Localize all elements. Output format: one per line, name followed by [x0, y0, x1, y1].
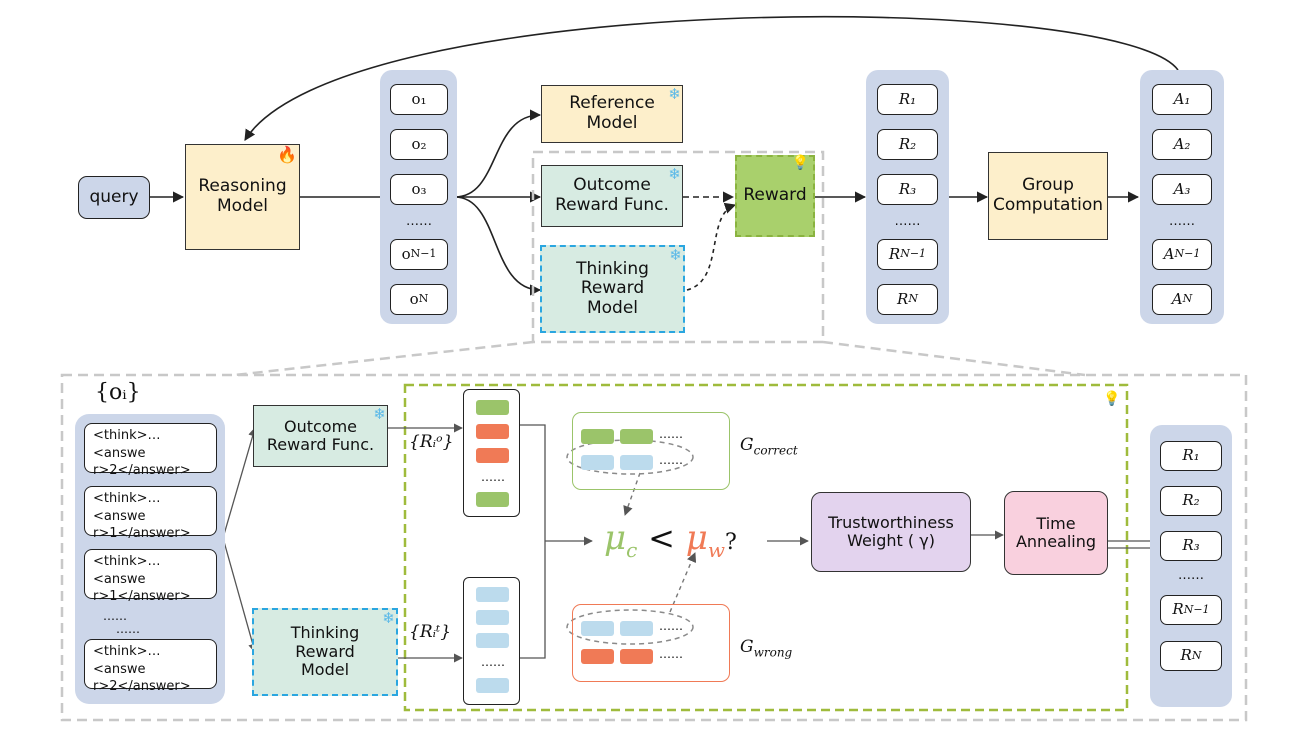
- reward-label: Reward: [743, 185, 807, 206]
- red-score-chip: [581, 649, 614, 664]
- stack-ellipsis: ……: [481, 470, 505, 484]
- bottom-thinking-reward-node: Thinking Reward Model ❄: [252, 608, 398, 696]
- group-ellipsis: ……: [659, 619, 683, 633]
- snowflake-gear-icon: ❄: [382, 609, 395, 627]
- query-node: query: [78, 176, 150, 219]
- fire-icon: 🔥: [277, 145, 297, 164]
- output-item: o₃: [390, 174, 448, 205]
- blue-score-chip: [581, 621, 614, 636]
- blue-score-chip: [476, 633, 509, 648]
- red-score-chip: [476, 424, 509, 439]
- time-annealing-node: Time Annealing: [1004, 491, 1108, 575]
- outcome-reward-func-node: Outcome Reward Func. ❄: [541, 165, 683, 227]
- reward-item: R₂: [877, 129, 938, 160]
- reasoning-model-node: Reasoning Model 🔥: [185, 144, 300, 250]
- g-wrong-group: …… ……: [572, 604, 730, 682]
- think-output-item: <think>…<answe r>1</answer>: [84, 486, 217, 541]
- mu-c: μc: [604, 518, 638, 562]
- g-correct-label: Gcorrect: [740, 435, 798, 458]
- thinking-reward-model-node: Thinking Reward Model ❄: [540, 245, 685, 333]
- red-score-chip: [476, 448, 509, 463]
- think-ellipsis: ……: [116, 622, 140, 636]
- snowflake-gear-icon: ❄: [668, 165, 681, 183]
- blue-score-chip: [620, 621, 653, 636]
- red-score-chip: [620, 649, 653, 664]
- group-ellipsis: ……: [659, 453, 683, 467]
- reasoning-model-label: Reasoning Model: [198, 176, 287, 216]
- ro-label: {Rᵢᵒ}: [409, 432, 454, 452]
- reference-model-node: Reference Model ❄: [541, 85, 683, 143]
- outcome-score-stack: ……: [463, 389, 520, 517]
- outcome-reward-label: Outcome Reward Func.: [555, 175, 669, 215]
- thinking-score-stack: ……: [463, 577, 520, 705]
- reference-model-label: Reference Model: [569, 93, 655, 133]
- snowflake-gear-icon: ❄: [669, 246, 682, 264]
- advantage-item: A₁: [1152, 84, 1212, 115]
- stack-ellipsis: ……: [481, 655, 505, 669]
- bottom-outcome-reward-label: Outcome Reward Func.: [266, 416, 375, 454]
- group-ellipsis: ……: [659, 427, 683, 441]
- mu-w: μw: [685, 518, 725, 562]
- output-ellipsis: ……: [406, 213, 432, 229]
- oi-label: {oᵢ}: [95, 380, 141, 405]
- blue-score-chip: [620, 455, 653, 470]
- final-reward-ellipsis: ……: [1178, 567, 1204, 583]
- reward-ellipsis: ……: [894, 213, 921, 229]
- final-reward-item: R₃: [1160, 531, 1222, 561]
- think-output-item: <think>…<answe r>2</answer>: [84, 423, 217, 478]
- group-ellipsis: ……: [659, 647, 683, 661]
- green-score-chip: [620, 429, 653, 444]
- trust-weight-label: Trustworthiness Weight ( γ): [828, 512, 954, 550]
- question-mark: ?: [724, 530, 737, 555]
- snowflake-gear-icon: ❄: [373, 405, 386, 423]
- group-computation-node: Group Computation: [988, 152, 1108, 240]
- mean-comparison: μc < μw?: [604, 518, 737, 562]
- group-computation-label: Group Computation: [992, 175, 1104, 215]
- g-wrong-label: Gwrong: [740, 637, 793, 660]
- snowflake-gear-icon: ❄: [668, 85, 681, 103]
- green-score-chip: [476, 400, 509, 415]
- final-reward-item: R₂: [1160, 486, 1222, 516]
- blue-score-chip: [476, 678, 509, 693]
- blue-score-chip: [581, 455, 614, 470]
- reward-item: R₃: [877, 174, 938, 205]
- bottom-outcome-reward-node: Outcome Reward Func. ❄: [253, 405, 388, 467]
- advantage-item: A₂: [1152, 129, 1212, 160]
- thinking-reward-label: Thinking Reward Model: [576, 258, 649, 318]
- green-score-chip: [581, 429, 614, 444]
- blue-score-chip: [476, 610, 509, 625]
- think-ellipsis: ……: [103, 609, 127, 623]
- reward-node: Reward 💡: [735, 155, 815, 237]
- blue-score-chip: [476, 587, 509, 602]
- bottom-thinking-reward-label: Thinking Reward Model: [290, 623, 360, 680]
- g-correct-group: …… ……: [572, 412, 730, 490]
- green-score-chip: [476, 492, 509, 507]
- advantage-ellipsis: ……: [1169, 213, 1195, 229]
- output-item: o₁: [390, 84, 448, 115]
- less-than-sign: <: [648, 519, 675, 557]
- think-output-item: <think>…<answe r>1</answer>: [84, 549, 217, 604]
- think-output-item: <think>…<answe r>2</answer>: [84, 639, 217, 694]
- output-item: o₂: [390, 129, 448, 160]
- lightbulb-icon: 💡: [1103, 391, 1121, 407]
- time-annealing-label: Time Annealing: [1015, 513, 1097, 551]
- trustworthiness-weight-node: Trustworthiness Weight ( γ): [811, 492, 971, 572]
- rt-label: {Rᵢᵗ}: [409, 622, 452, 642]
- advantage-item: A₃: [1152, 174, 1212, 205]
- reward-item: R₁: [877, 84, 938, 115]
- lightbulb-icon: 💡: [791, 155, 809, 171]
- query-label: query: [89, 186, 139, 207]
- final-reward-item: R₁: [1160, 441, 1222, 471]
